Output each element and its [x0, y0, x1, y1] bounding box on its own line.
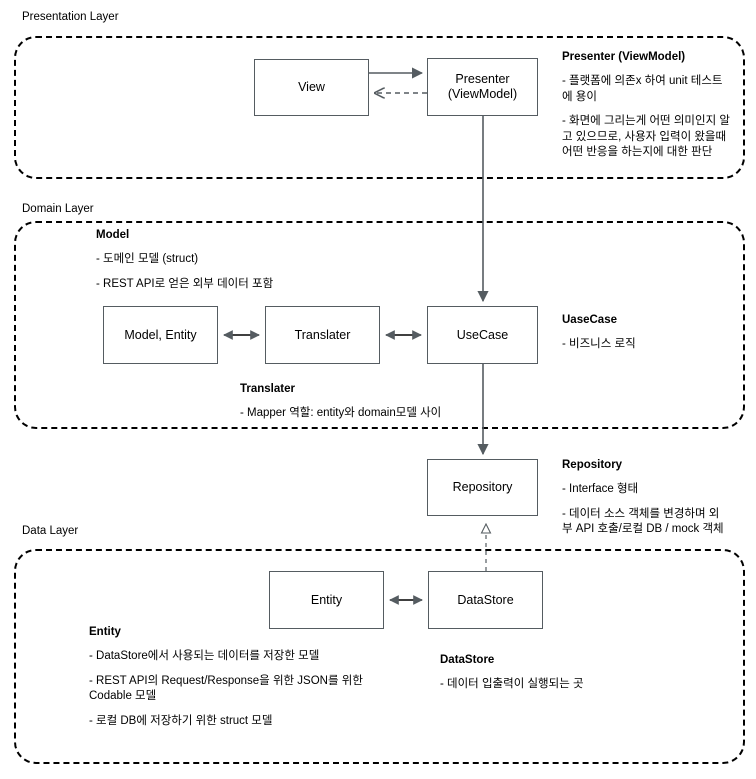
layer-title-data: Data Layer	[22, 525, 79, 537]
note-usecase-title: UaseCase	[562, 314, 617, 326]
note-translater-title: Translater	[240, 383, 295, 395]
note-repository-line-2: - 데이터 소스 객체를 변경하며 외부 API 호출/로컬 DB / mock…	[562, 507, 724, 536]
note-translater: Translater - Mapper 역할: entity와 domain모델…	[240, 382, 560, 422]
layer-title-presentation: Presentation Layer	[22, 11, 119, 23]
node-presenter[interactable]: Presenter (ViewModel)	[427, 58, 538, 116]
note-entity-line-3: - 로컬 DB에 저장하기 위한 struct 모델	[89, 714, 273, 727]
note-translater-line-1: - Mapper 역할: entity와 domain모델 사이	[240, 407, 442, 419]
layer-container-presentation	[14, 36, 745, 179]
node-model-entity[interactable]: Model, Entity	[103, 306, 218, 364]
note-datastore-title: DataStore	[440, 654, 495, 666]
note-model-line-2: - REST API로 얻은 외부 데이터 포함	[96, 277, 274, 290]
node-datastore[interactable]: DataStore	[428, 571, 543, 629]
layer-container-domain	[14, 221, 745, 429]
note-entity: Entity - DataStore에서 사용되는 데이터를 저장한 모델 - …	[89, 625, 399, 729]
note-datastore-line-1: - 데이터 입출력이 실행되는 곳	[440, 678, 584, 690]
node-usecase[interactable]: UseCase	[427, 306, 538, 364]
note-repository-title: Repository	[562, 459, 623, 471]
note-presenter-line-2: - 화면에 그리는게 어떤 의미인지 알고 있으므로, 사용자 입력이 왔을때 …	[562, 115, 730, 158]
node-view[interactable]: View	[254, 59, 369, 116]
note-repository-line-1: - Interface 형태	[562, 483, 639, 495]
note-datastore: DataStore - 데이터 입출력이 실행되는 곳	[440, 653, 690, 693]
note-usecase-line-1: - 비즈니스 로직	[562, 338, 636, 350]
note-entity-line-2: - REST API의 Request/Response을 위한 JSON를 위…	[89, 674, 363, 703]
node-entity[interactable]: Entity	[269, 571, 384, 629]
layer-container-data	[14, 549, 745, 764]
note-entity-title: Entity	[89, 626, 121, 638]
note-presenter-title: Presenter (ViewModel)	[562, 51, 686, 63]
note-presenter-line-1: - 플랫폼에 의존x 하여 unit 테스트에 용이	[562, 75, 723, 103]
note-model: Model - 도메인 모델 (struct) - REST API로 얻은 외…	[96, 228, 426, 292]
node-repository[interactable]: Repository	[427, 459, 538, 516]
note-repository: Repository - Interface 형태 - 데이터 소스 객체를 변…	[562, 458, 728, 538]
node-translater[interactable]: Translater	[265, 306, 380, 364]
note-model-title: Model	[96, 229, 130, 241]
note-entity-line-1: - DataStore에서 사용되는 데이터를 저장한 모델	[89, 650, 320, 662]
note-presenter: Presenter (ViewModel) - 플랫폼에 의존x 하여 unit…	[562, 50, 732, 161]
note-usecase: UaseCase - 비즈니스 로직	[562, 313, 732, 353]
note-model-line-1: - 도메인 모델 (struct)	[96, 253, 199, 265]
layer-title-domain: Domain Layer	[22, 203, 94, 215]
